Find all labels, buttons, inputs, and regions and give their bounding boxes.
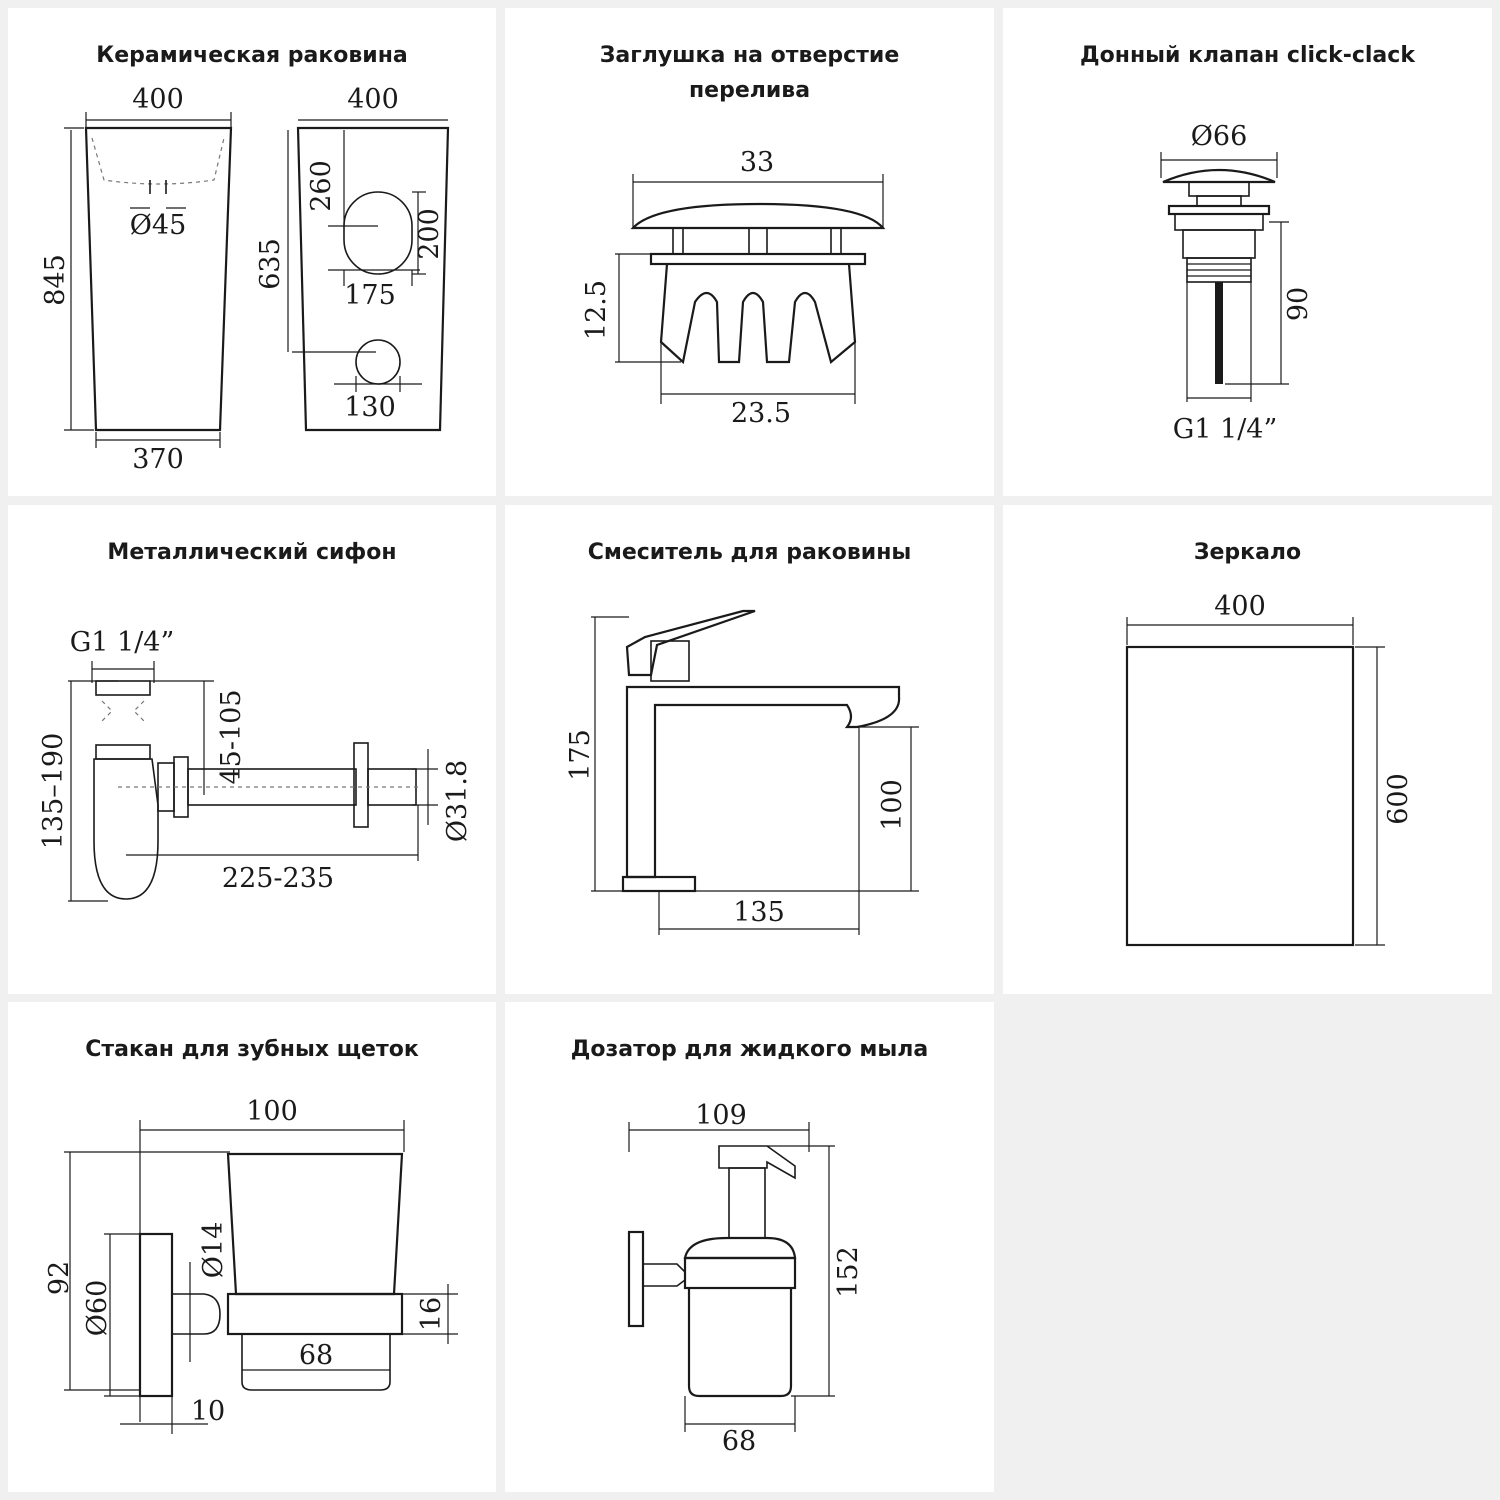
tumbler-ring (226, 1292, 404, 1336)
dim-siphon-height: 135–190 (38, 733, 69, 850)
faucet-handle-body (650, 640, 690, 682)
valve-stem (1215, 282, 1223, 384)
siphon-nut-mid (95, 744, 151, 760)
basin-front-outline (84, 126, 233, 432)
dim-dispenser-width: 109 (695, 1100, 747, 1131)
dim-tumbler-plate: Ø60 (82, 1280, 113, 1337)
siphon-pipe (187, 768, 357, 806)
dim-dispenser-base: 68 (722, 1426, 756, 1457)
panel-click-clack: Донный клапан click-clack Ø66 90 G1 1 (1003, 8, 1492, 496)
dispenser-pump-stem (728, 1167, 766, 1239)
panel-mirror: Зеркало 400 600 (1003, 505, 1492, 994)
panel-title: Донный клапан click-clack (1080, 43, 1415, 68)
dim-base-width: 370 (132, 444, 184, 475)
dim-siphon-length: 225-235 (222, 863, 334, 894)
faucet-body-spout (625, 685, 901, 879)
dim-tumbler-ring: 16 (416, 1297, 447, 1331)
dispenser-wall-plate (627, 1230, 645, 1328)
dim-tumbler-rod: Ø14 (198, 1222, 229, 1279)
dim-cap-base: 23.5 (731, 398, 791, 429)
dim-faucet-height: 175 (565, 729, 596, 781)
siphon-drawing: G1 1/4” 135–190 45-105 Ø31.8 (38, 627, 473, 902)
tumbler-drawing: 100 92 Ø60 Ø14 16 68 10 (44, 1096, 458, 1434)
dim-cap-width: 33 (740, 147, 774, 178)
dim-faucet-reach: 135 (733, 897, 785, 928)
cap-prongs (659, 263, 857, 365)
overflow-cap-drawing: 33 12.5 23.5 (581, 147, 886, 429)
mirror-outline (1125, 645, 1355, 947)
dim-siphon-pipe-diameter: Ø31.8 (442, 760, 473, 842)
panel-siphon: Металлический сифон G1 1/4” 135–190 45-1… (8, 505, 496, 994)
dim-siphon-adjust: 45-105 (216, 689, 247, 784)
dim-side-width: 400 (347, 84, 399, 115)
dispenser-arm (642, 1263, 686, 1287)
dim-mirror-width: 400 (1214, 591, 1266, 622)
tumbler-cup (226, 1152, 404, 1296)
faucet-base (621, 875, 697, 893)
panel-title: Керамическая раковина (96, 43, 408, 68)
panel-tumbler: Стакан для зубных щеток 100 92 Ø60 Ø14 (8, 1002, 496, 1492)
dim-valve-height: 90 (1283, 287, 1314, 321)
dispenser-shoulder (683, 1236, 797, 1260)
basin-drawing: 400 Ø45 845 370 400 635 (40, 84, 450, 475)
dim-tumbler-height: 92 (44, 1261, 75, 1295)
dim-faucet-spout-height: 100 (877, 779, 908, 831)
dim-mirror-height: 600 (1383, 773, 1414, 825)
dim-valve-thread: G1 1/4” (1173, 414, 1278, 445)
dim-side-height: 635 (255, 238, 286, 290)
dispenser-pump-head (718, 1145, 796, 1180)
dim-valve-diameter: Ø66 (1191, 121, 1248, 152)
dim-lower-hole: 130 (344, 392, 396, 423)
panel-faucet: Смеситель для раковины 175 100 135 (505, 505, 994, 994)
basin-side-cutout (343, 191, 413, 275)
valve-flange (1167, 204, 1271, 216)
dim-front-width: 400 (132, 84, 184, 115)
dim-tumbler-depth: 10 (191, 1396, 225, 1427)
dim-cap-height: 12.5 (581, 280, 612, 340)
faucet-lever (625, 609, 756, 677)
mirror-drawing: 400 600 (1125, 591, 1414, 947)
panel-ceramic-basin: Керамическая раковина 400 Ø45 845 370 (8, 8, 496, 496)
basin-bowl-hidden (91, 137, 225, 185)
cap-dome (630, 202, 886, 230)
dim-dispenser-height: 152 (833, 1246, 864, 1298)
valve-cap (1162, 168, 1276, 184)
siphon-nut-top (95, 680, 151, 696)
panel-title: Стакан для зубных щеток (85, 1037, 419, 1062)
dispenser-drawing: 109 152 68 (627, 1100, 864, 1457)
basin-side-outline (296, 126, 450, 432)
faucet-drawing: 175 100 135 (565, 609, 919, 935)
panel-soap-dispenser: Дозатор для жидкого мыла 109 152 68 (505, 1002, 994, 1492)
tumbler-holder (241, 1334, 391, 1391)
dim-cutout-width: 175 (344, 280, 396, 311)
panel-title: Смеситель для раковины (587, 540, 912, 565)
cap-flange (649, 252, 867, 266)
panel-title: Дозатор для жидкого мыла (570, 1037, 929, 1062)
siphon-bottle (93, 758, 159, 900)
dim-tumbler-base: 68 (299, 1340, 333, 1371)
dim-siphon-thread: G1 1/4” (70, 627, 175, 658)
panel-title: Металлический сифон (107, 540, 397, 565)
basin-lower-hole (355, 339, 401, 385)
dim-tumbler-width: 100 (246, 1096, 298, 1127)
dispenser-ring (683, 1256, 797, 1290)
dim-height: 845 (40, 254, 71, 306)
click-clack-drawing: Ø66 90 G1 1/4” (1160, 121, 1314, 445)
dim-top-offset: 260 (306, 160, 337, 212)
dim-hole: Ø45 (130, 210, 187, 241)
dispenser-bottle (687, 1288, 793, 1398)
tumbler-wall-plate (138, 1232, 174, 1398)
panel-title: Зеркало (1193, 540, 1302, 565)
tumbler-rod (171, 1293, 221, 1335)
dim-cutout-height: 200 (414, 208, 445, 260)
